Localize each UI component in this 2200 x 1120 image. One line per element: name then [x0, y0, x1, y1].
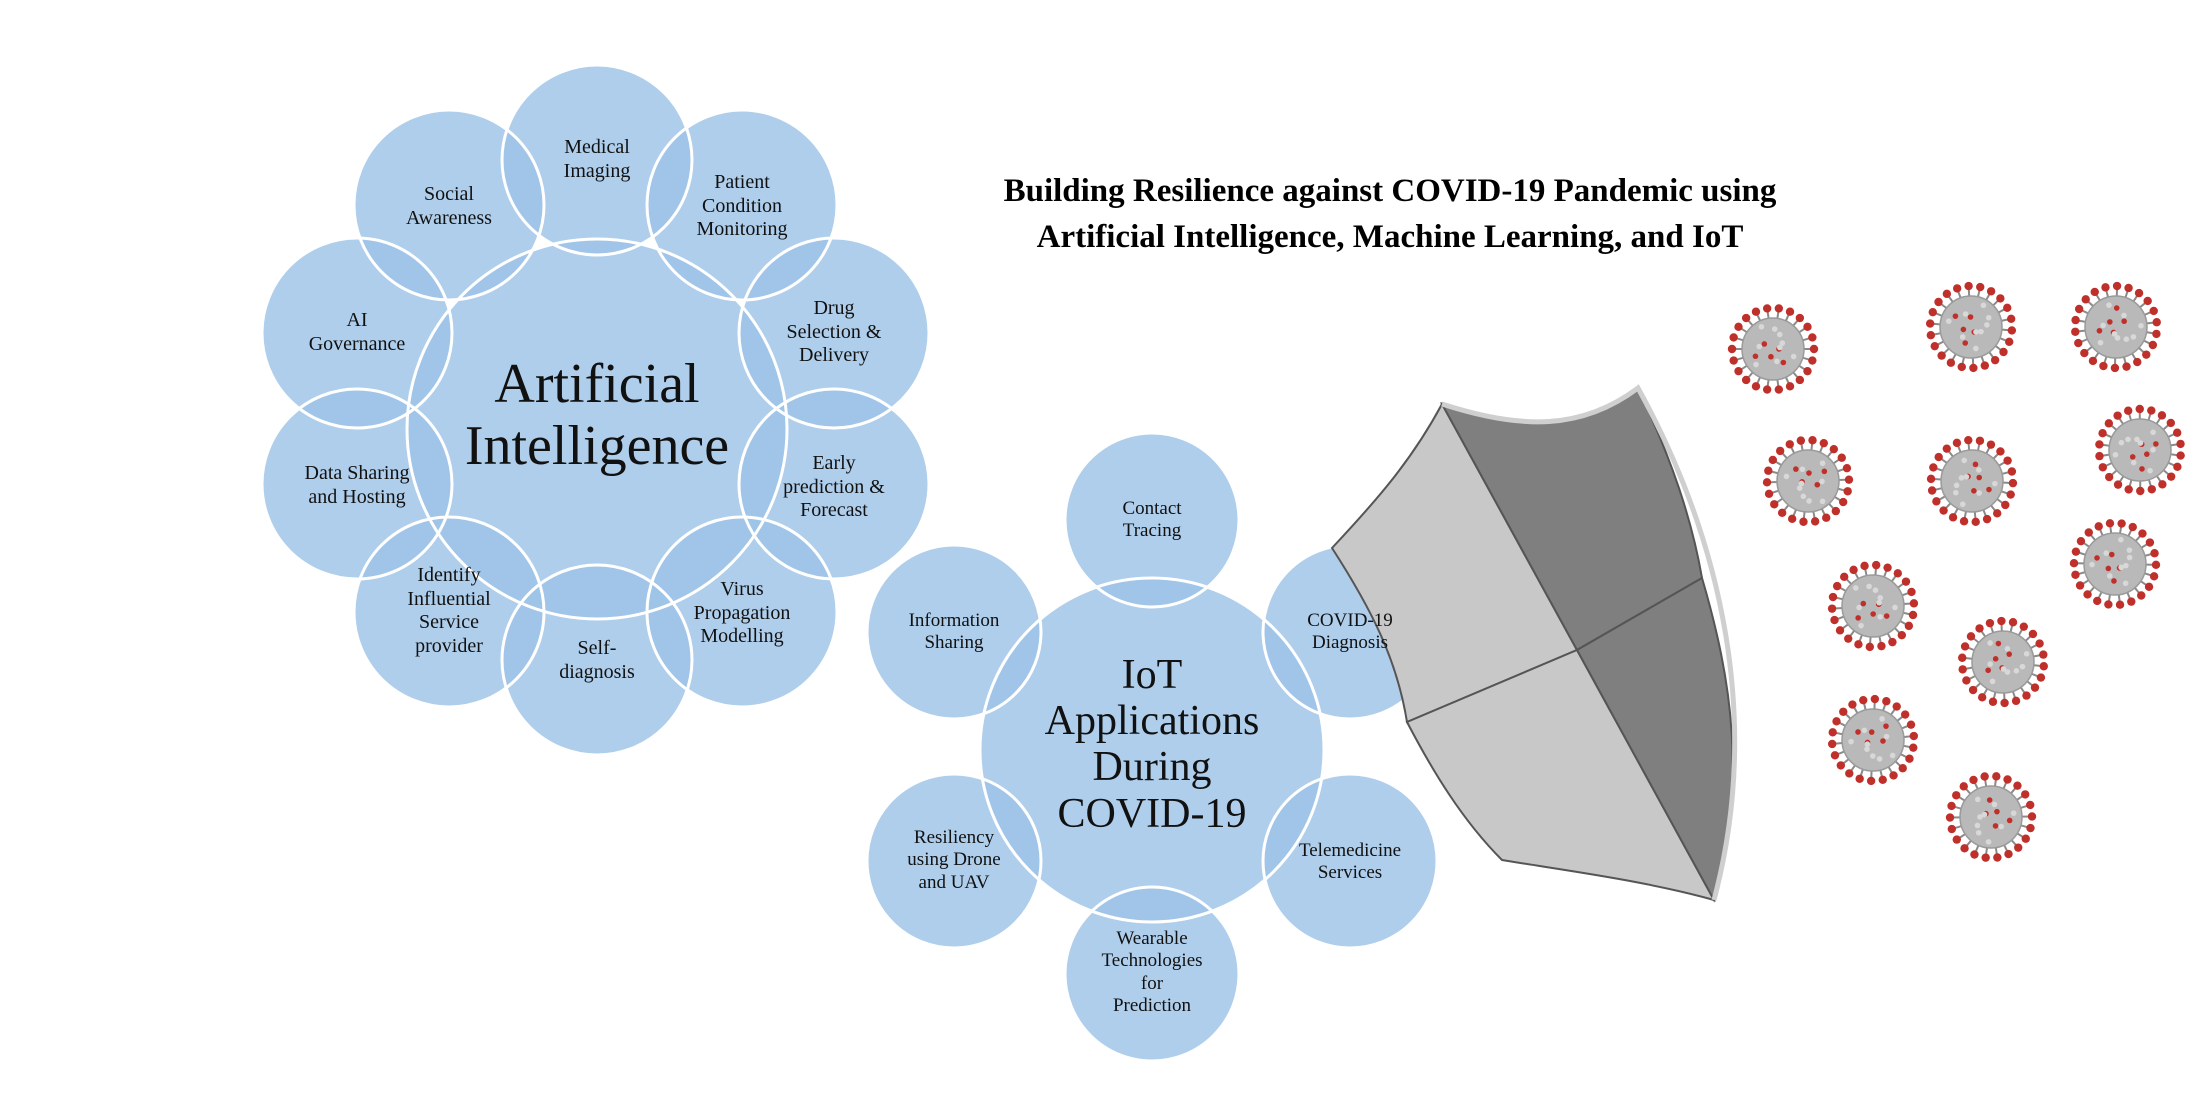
coronavirus-icon: [1925, 281, 2017, 373]
coronavirus-icon: [2069, 519, 2161, 609]
diagram-title: Building Resilience against COVID-19 Pan…: [820, 168, 1960, 260]
iot-node-circle-drone-uav: [867, 774, 1041, 948]
shield-top-left-panel: [1330, 401, 1579, 724]
iot-node-label-drone-uav: Resiliency using Drone and UAV: [907, 827, 1001, 893]
ai-node-circle-drug-selection: [739, 238, 929, 428]
iot-node-circle-contact-tracing: [1065, 433, 1239, 607]
coronavirus-icon: [1926, 435, 2018, 527]
shield-bottom-left-panel: [1405, 648, 1717, 902]
coronavirus-icon: [2071, 281, 2161, 373]
ai-node-label-data-sharing: Data Sharing and Hosting: [304, 462, 410, 508]
coronavirus-icon: [1958, 616, 2048, 708]
iot-node-label-information-sharing: Information Sharing: [908, 610, 1000, 654]
iot-node-label-wearables: Wearable Technologies for Prediction: [1101, 928, 1203, 1017]
ai-node-label-virus-propagation: Virus Propagation Modelling: [693, 578, 791, 648]
coronavirus-icon: [2095, 404, 2185, 496]
ai-node-circle-social-awareness: [354, 110, 544, 300]
ai-node-label-drug-selection: Drug Selection & Delivery: [786, 297, 882, 367]
ai-node-circle-virus-propagation: [647, 517, 837, 707]
virus-field: [1727, 281, 2185, 862]
iot-node-label-telemedicine: Telemedicine Services: [1298, 840, 1402, 884]
shield-rim: [1441, 384, 1738, 901]
ai-circle-outlines: [260, 63, 931, 757]
iot-center-label: IoT Applications During COVID-19: [1044, 652, 1260, 837]
ai-cluster: [260, 63, 931, 757]
iot-node-circle-wearables: [1065, 887, 1239, 1061]
coronavirus-icon: [1827, 694, 1919, 786]
ai-node-circle-medical-imaging: [502, 65, 692, 255]
coronavirus-icon: [1945, 772, 2037, 862]
coronavirus-icon: [1727, 304, 1819, 394]
shield-icon: [1330, 384, 1738, 903]
iot-node-label-contact-tracing: Contact Tracing: [1122, 498, 1182, 542]
iot-node-circle-telemedicine: [1263, 774, 1437, 948]
iot-center-circle: [980, 578, 1324, 922]
ai-node-label-social-awareness: Social Awareness: [406, 183, 492, 229]
coronavirus-icon: [1827, 560, 1919, 652]
iot-cluster: [865, 431, 1439, 1063]
ai-center-label: Artificial Intelligence: [464, 353, 730, 477]
title-line-2: Artificial Intelligence, Machine Learnin…: [1036, 219, 1744, 256]
ai-node-circle-data-sharing: [262, 389, 452, 579]
coronavirus-icon: [1762, 436, 1854, 526]
ai-node-label-ai-governance: AI Governance: [308, 309, 406, 355]
iot-circle-outlines: [865, 431, 1439, 1063]
ai-center-circle: [407, 239, 787, 619]
iot-node-label-covid-diagnosis: COVID-19 Diagnosis: [1307, 610, 1393, 654]
title-line-1: Building Resilience against COVID-19 Pan…: [1003, 173, 1777, 209]
ai-node-label-early-prediction: Early prediction & Forecast: [783, 452, 885, 522]
ai-node-label-patient-monitoring: Patient Condition Monitoring: [696, 171, 788, 241]
ai-node-label-influential-provider: Identify Influential Service provider: [407, 564, 491, 657]
ai-node-label-medical-imaging: Medical Imaging: [563, 136, 631, 182]
ai-node-label-self-diagnosis: Self- diagnosis: [559, 637, 635, 683]
